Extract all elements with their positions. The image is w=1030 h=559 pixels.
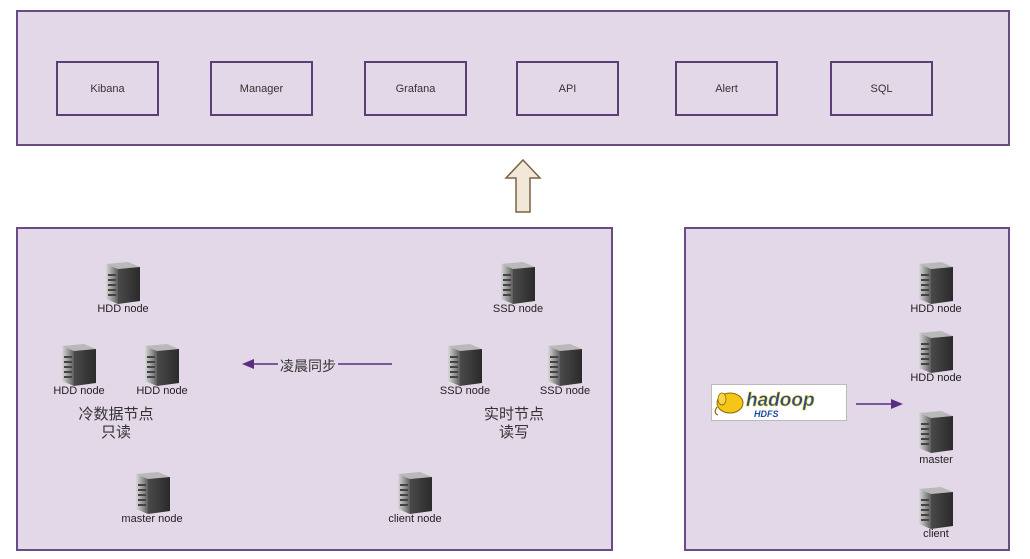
ssd-node-top-label: SSD node: [492, 303, 544, 315]
server-icon: [100, 258, 144, 306]
cold-caption-line1: 冷数据节点: [78, 406, 154, 423]
ssd-node-left-label: SSD node: [439, 385, 491, 397]
sql-box[interactable]: SQL: [830, 61, 933, 116]
server-icon: [139, 340, 183, 388]
tools-panel: Kibana Manager Grafana API Alert SQL: [16, 10, 1010, 146]
api-box[interactable]: API: [516, 61, 619, 116]
hadoop-logo: hadoop HDFS: [711, 384, 847, 421]
hdfs-hdd-node2-label: HDD node: [910, 372, 962, 384]
ssd-node-right-label: SSD node: [539, 385, 591, 397]
server-icon: [130, 468, 174, 516]
server-icon: [542, 340, 586, 388]
hdd-node-right-label: HDD node: [136, 385, 188, 397]
cold-node-caption: 冷数据节点 只读: [78, 406, 153, 442]
hdd-node-top-label: HDD node: [97, 303, 149, 315]
manager-label: Manager: [239, 82, 284, 95]
kibana-label: Kibana: [90, 82, 125, 95]
hdfs-hdd-node1-label: HDD node: [910, 303, 962, 315]
server-icon: [392, 468, 436, 516]
client-node-label: client node: [388, 513, 442, 525]
hot-node-caption: 实时节点 读写: [484, 406, 544, 442]
server-icon: [913, 483, 957, 531]
sql-label: SQL: [870, 82, 893, 95]
server-icon: [442, 340, 486, 388]
alert-box[interactable]: Alert: [675, 61, 778, 116]
hdd-node-left-label: HDD node: [53, 385, 105, 397]
hdfs-client-label: client: [923, 528, 949, 540]
grafana-label: Grafana: [395, 82, 436, 95]
server-icon: [913, 407, 957, 455]
sync-label: 凌晨同步: [278, 356, 338, 376]
alert-label: Alert: [715, 82, 738, 95]
api-label: API: [558, 82, 577, 95]
master-node-label: master node: [121, 513, 183, 525]
hadoop-logo-text: hadoop: [746, 390, 815, 411]
grafana-box[interactable]: Grafana: [364, 61, 467, 116]
server-icon: [913, 327, 957, 375]
hdfs-logo-text: HDFS: [754, 409, 779, 419]
server-icon: [913, 258, 957, 306]
manager-box[interactable]: Manager: [210, 61, 313, 116]
hot-caption-line1: 实时节点: [483, 406, 545, 423]
server-icon: [495, 258, 539, 306]
cold-caption-line2: 只读: [100, 424, 132, 441]
server-icon: [56, 340, 100, 388]
kibana-box[interactable]: Kibana: [56, 61, 159, 116]
hot-caption-line2: 读写: [498, 424, 530, 441]
hdfs-master-label: master: [919, 454, 953, 466]
